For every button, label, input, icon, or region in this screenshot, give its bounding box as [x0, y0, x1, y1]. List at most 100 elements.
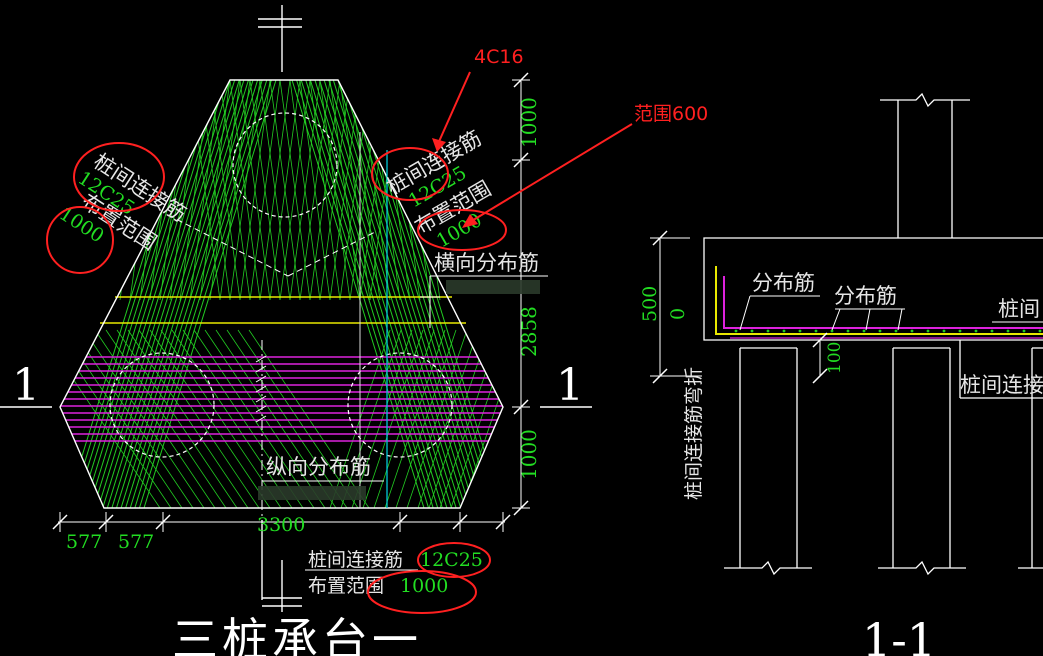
- rebar-band-left-line: [125, 80, 259, 508]
- section-rebar-dot: [766, 329, 770, 333]
- red-annotations: [46, 71, 633, 614]
- rebar-hatch-line: [279, 80, 311, 301]
- section-rebar-dot: [910, 329, 914, 333]
- rebar-band-right-line: [328, 80, 462, 508]
- blurred-spec-transverse: [446, 280, 540, 294]
- rebar-hatch-line: [204, 329, 326, 508]
- bottom-pile-link-value: 12C25: [420, 549, 483, 571]
- rebar-hatch-line: [406, 329, 468, 508]
- circle-right-link: [371, 147, 449, 201]
- rebar-hatch-line: [182, 329, 304, 508]
- rebar-hatch-line: [72, 329, 194, 508]
- rebar-band-left-line: [93, 80, 227, 508]
- section-rebar-dot: [1022, 329, 1026, 333]
- rebar-band-right-line: [305, 80, 439, 508]
- rebar-band-left-line: [115, 80, 249, 508]
- rebar-hatch-line: [229, 80, 261, 301]
- transverse-leader: [420, 275, 548, 328]
- section-dim-100: 100: [825, 342, 845, 374]
- rebar-hatch-line: [209, 80, 241, 301]
- bottom-pile-link-label: 桩间连接筋: [308, 549, 403, 571]
- circle-right-range: [417, 209, 507, 251]
- transverse-distribution-label: 横向分布筋: [434, 251, 539, 275]
- dim-577-a: 577: [66, 531, 102, 553]
- section-rebar-dot: [846, 329, 850, 333]
- rebar-band-right-line: [341, 80, 475, 508]
- arrow-range600-shaft: [469, 123, 633, 223]
- rebar-hatch-line: [215, 329, 337, 508]
- rebar-hatch-line: [362, 329, 424, 508]
- rebar-hatch-line: [189, 80, 221, 301]
- section-rebar-dot: [734, 329, 738, 333]
- pile-left: [109, 352, 215, 458]
- bottom-range-value: 1000: [400, 575, 448, 597]
- rebar-band-right-line: [346, 80, 480, 508]
- section-rebar-dot: [1038, 329, 1042, 333]
- rebar-band-left-line: [83, 80, 217, 508]
- arrow-range600-head: [462, 214, 478, 228]
- rebar-band-left-line: [102, 80, 236, 508]
- rebar-band-right-line: [314, 80, 448, 508]
- section-rebar-dot: [862, 329, 866, 333]
- rebar-hatch-line: [269, 80, 301, 301]
- rebar-band-right-line: [323, 80, 457, 508]
- section-view: 分布筋 分布筋 桩间 桩间连接 500 0 100 桩间连接筋弯折 1-: [639, 92, 1043, 656]
- section-dist-label-2: 分布筋: [834, 284, 897, 308]
- plan-title: 三桩承台一: [172, 613, 422, 656]
- rebar-band-left-line: [106, 80, 240, 508]
- rebar-hatch-line: [127, 329, 249, 508]
- rebar-hatch-line: [249, 80, 281, 301]
- dim-577-b: 577: [118, 531, 154, 553]
- rebar-hatch-line: [94, 329, 216, 508]
- rebar-band-right-line: [296, 80, 430, 508]
- rebar-hatch-line: [259, 80, 291, 301]
- hatch-ticks: [255, 355, 267, 423]
- rebar-hatch-line: [199, 80, 231, 301]
- section-rebar-dot: [942, 329, 946, 333]
- rebar-hatch-line: [395, 329, 457, 508]
- section-rebar-dot: [878, 329, 882, 333]
- rebar-hatch-line: [226, 329, 348, 508]
- rebar-band-right-line: [300, 80, 434, 508]
- plan-view: 1 1 1000 2858 1000: [0, 5, 592, 656]
- bottom-range-label: 布置范围: [308, 575, 384, 597]
- rebar-hatch-line: [384, 329, 446, 508]
- longitudinal-distribution-label: 纵向分布筋: [266, 455, 371, 479]
- rebar-hatch-line: [373, 329, 435, 508]
- section-dist-label-1: 分布筋: [752, 271, 815, 295]
- pile-right: [347, 352, 453, 458]
- rebar-band-left-line: [120, 80, 254, 508]
- rebar-hatch-line: [351, 329, 413, 508]
- section-mark-left: 1: [12, 360, 40, 411]
- rebar-hatch-line: [309, 80, 341, 301]
- dim-bottom-1000: 1000: [517, 429, 541, 480]
- section-title: 1-1: [862, 613, 936, 656]
- rebar-hatch-line: [83, 329, 205, 508]
- rebar-hatch-line: [160, 329, 282, 508]
- rebar-hatch-line: [319, 80, 351, 301]
- section-rebar-dot: [814, 329, 818, 333]
- horizontal-dimension-chain: [52, 512, 511, 532]
- rebar-hatch-line: [248, 329, 370, 508]
- rebar-hatch-line: [105, 329, 227, 508]
- section-outline: [703, 92, 1043, 576]
- rebar-hatch-line: [237, 329, 359, 508]
- arrow-4c16-shaft: [436, 71, 471, 147]
- rebar-hatch-line: [340, 329, 402, 508]
- rebar-hatch-line: [219, 80, 251, 301]
- section-rebar-dot: [750, 329, 754, 333]
- section-rebar-dots: [734, 329, 1042, 333]
- rebar-hatch-line: [138, 329, 260, 508]
- rebar-hatch-line: [60, 329, 161, 508]
- rebar-hatch-line: [299, 80, 331, 301]
- section-rebar-dot: [974, 329, 978, 333]
- section-yellow-bar: [715, 266, 1043, 335]
- arrow-4c16-head: [432, 138, 446, 152]
- circle-left-range: [46, 206, 114, 274]
- section-leaders: [739, 295, 1043, 331]
- rebar-band-left-line: [88, 80, 222, 508]
- callout-range600: 范围600: [634, 103, 708, 125]
- rebar-band-right-line: [319, 80, 453, 508]
- circle-left-link: [73, 142, 165, 212]
